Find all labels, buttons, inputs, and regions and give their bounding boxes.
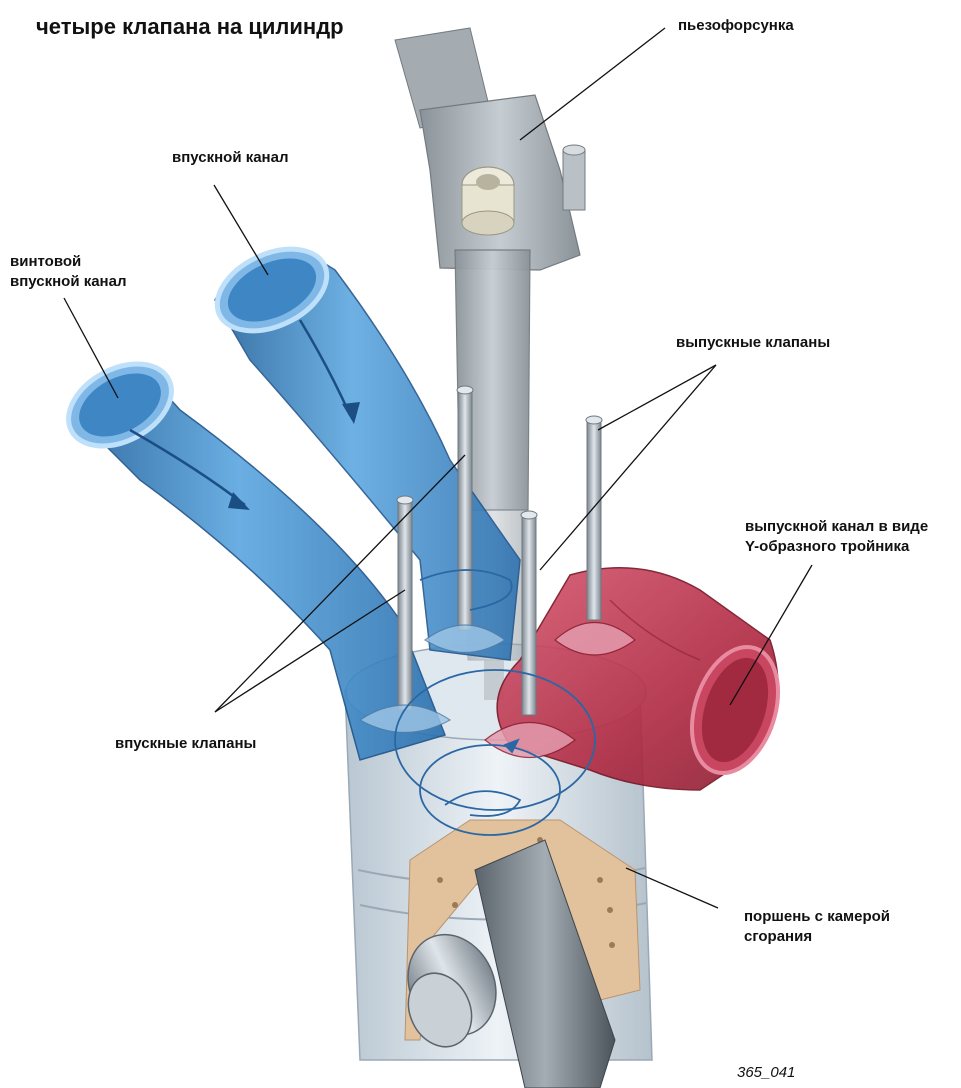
label-exhaust-port-line1: выпускной канал в виде [745,517,928,537]
label-swirl-port-line2: впускной канал [10,272,127,292]
label-exhaust-port-line2: Y-образного тройника [745,537,909,557]
label-intake-port: впускной канал [172,148,289,168]
label-piezo-injector: пьезофорсунка [678,16,794,36]
figure-number: 365_041 [737,1064,795,1081]
label-exhaust-valves: выпускные клапаны [676,333,830,353]
label-swirl-port-line1: винтовой [10,252,81,272]
page-title: четыре клапана на цилиндр [36,14,344,40]
label-intake-valves: впускные клапаны [115,734,256,754]
label-piston-line2: сгорания [744,927,812,947]
label-piston-line1: поршень с камерой [744,907,890,927]
